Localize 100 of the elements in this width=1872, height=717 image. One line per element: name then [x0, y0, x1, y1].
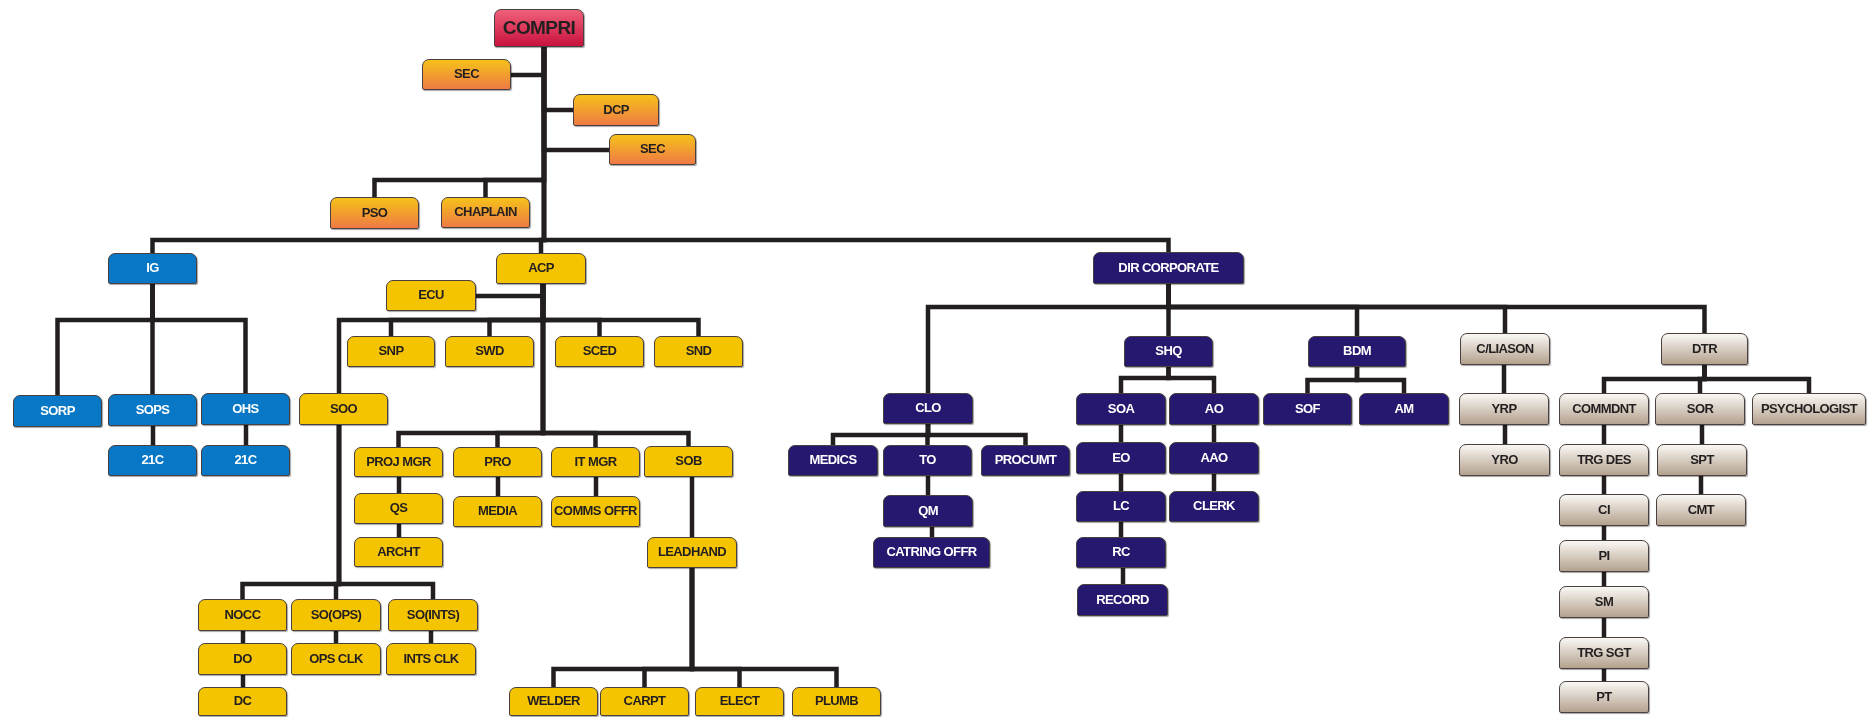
connector-line — [1502, 425, 1508, 444]
position-box — [609, 134, 696, 165]
position-box — [1359, 393, 1449, 425]
position-title: COMMDNT — [1572, 401, 1636, 417]
connector-line — [1601, 425, 1607, 444]
connector-line — [1354, 367, 1407, 393]
position-title: PT — [1596, 689, 1612, 705]
position-title: AO — [1204, 401, 1224, 417]
position-box — [551, 496, 640, 527]
position-title: RECORD — [1096, 592, 1149, 608]
position-title: SOPS — [135, 402, 170, 418]
position-box — [1559, 540, 1649, 572]
position-title: PI — [1598, 548, 1610, 564]
position-title: IG — [146, 261, 159, 276]
position-title: SO(OPS) — [310, 607, 362, 623]
position-box — [1263, 393, 1352, 425]
position-title: COMPRI — [502, 17, 576, 39]
position-title: ACP — [528, 261, 554, 276]
position-title: TRG SGT — [1577, 645, 1631, 661]
connector-line — [1699, 425, 1705, 444]
position-box — [1459, 444, 1550, 476]
position-title: DO — [233, 651, 252, 667]
connector-line — [540, 284, 691, 446]
position-box — [883, 495, 973, 527]
position-title: CLO — [915, 401, 941, 416]
position-box — [647, 537, 737, 568]
position-title: SEC — [640, 142, 665, 157]
position-title: CLERK — [1193, 499, 1235, 514]
position-title: RC — [1112, 545, 1130, 560]
position-title: CHAPLAIN — [454, 205, 517, 220]
connector-line — [541, 47, 1171, 252]
position-title: QS — [389, 501, 408, 516]
position-title: PROCUMT — [994, 453, 1057, 468]
position-box — [1559, 444, 1649, 476]
position-title: MEDIA — [478, 504, 517, 519]
position-title: OPS CLK — [309, 651, 363, 667]
position-box — [873, 537, 990, 568]
position-title: CI — [1598, 502, 1610, 518]
position-box — [1559, 494, 1649, 526]
position-title: C/LIASON — [1476, 341, 1534, 357]
connector-line — [925, 476, 931, 495]
position-box — [453, 496, 542, 527]
position-box — [1459, 393, 1549, 425]
position-title: SEC — [454, 67, 479, 82]
position-title: CARPT — [623, 694, 666, 709]
connector-line — [1601, 618, 1607, 637]
position-box — [883, 445, 972, 476]
position-title: AM — [1394, 401, 1414, 417]
connector-line — [243, 425, 249, 445]
position-box — [354, 447, 443, 477]
position-title: PROJ MGR — [366, 454, 431, 470]
position-box — [1093, 252, 1244, 284]
connector-line — [925, 424, 1028, 445]
position-box — [386, 643, 476, 675]
position-box — [1559, 393, 1649, 425]
position-box — [509, 687, 598, 716]
position-title: SO(INTS) — [406, 607, 460, 623]
position-title: MEDICS — [809, 453, 857, 468]
position-title: INTS CLK — [403, 651, 459, 667]
position-box — [1661, 333, 1748, 365]
position-box — [422, 59, 511, 90]
position-box — [330, 197, 419, 229]
position-box — [1169, 393, 1259, 425]
position-title: COMMS OFFR — [554, 504, 637, 519]
position-box — [1169, 491, 1259, 522]
position-title: OHS — [232, 401, 259, 417]
position-box — [441, 197, 530, 228]
position-box — [291, 599, 381, 631]
position-title: SPT — [1690, 452, 1714, 468]
position-title: SWD — [475, 344, 504, 359]
position-box — [198, 687, 287, 716]
position-box — [198, 599, 287, 631]
position-title: LC — [1112, 499, 1130, 514]
position-title: PRO — [484, 454, 511, 470]
position-box — [1655, 393, 1745, 425]
position-box — [792, 687, 881, 716]
position-title: DCP — [603, 102, 629, 118]
position-title: LEADHAND — [657, 545, 727, 560]
position-box — [644, 446, 733, 477]
position-box — [386, 280, 476, 311]
position-title: BDM — [1343, 344, 1371, 359]
position-box — [1308, 336, 1406, 367]
position-box — [788, 445, 878, 476]
position-box — [1077, 584, 1168, 616]
position-title: YRP — [1491, 401, 1517, 417]
position-title: 21C — [141, 453, 164, 468]
position-box — [1559, 586, 1649, 618]
position-box — [388, 599, 478, 631]
position-title: TRG DES — [1577, 452, 1631, 468]
position-box — [445, 336, 534, 367]
position-box — [291, 643, 381, 675]
connector-line — [689, 477, 695, 537]
position-box — [1076, 393, 1166, 425]
position-box — [1076, 537, 1166, 568]
connector-line — [1166, 284, 1707, 333]
position-box — [1124, 336, 1213, 367]
position-title: SCED — [582, 344, 617, 359]
position-box — [108, 394, 197, 426]
position-title: YRO — [1491, 452, 1518, 468]
position-title: SND — [685, 344, 712, 359]
